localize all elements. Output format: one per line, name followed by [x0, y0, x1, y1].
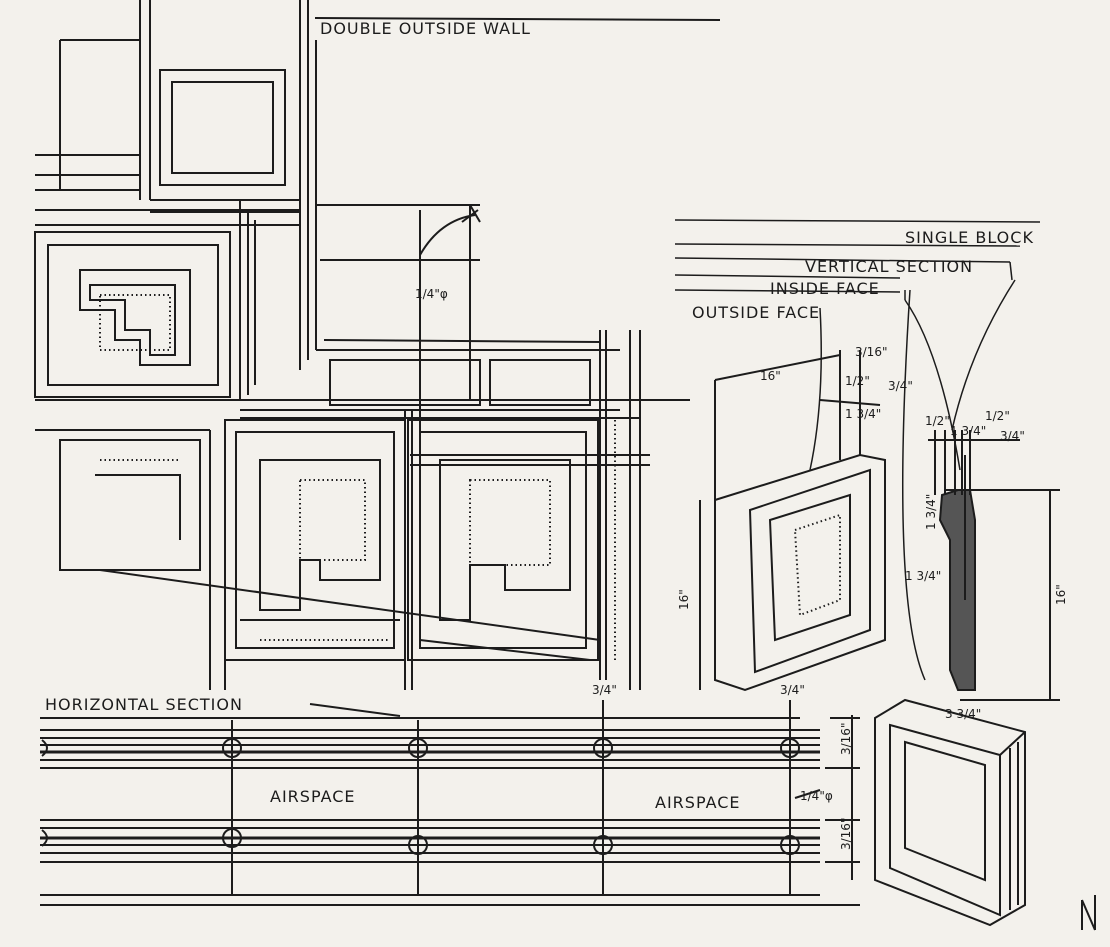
block-stippling [99, 294, 616, 660]
signature-monogram [1081, 895, 1096, 931]
vs-1-3-4-mid: 1 3/4" [905, 569, 941, 583]
block-width-dim: 16" [760, 369, 781, 383]
vs-1-2-right: 1/2" [985, 409, 1010, 423]
vs-1-2-left: 1/2" [925, 414, 950, 428]
hs-rod-dim: 1/4"φ [800, 789, 833, 803]
label-leaders [674, 219, 1041, 681]
outside-face-label: OUTSIDE FACE [692, 303, 820, 322]
outside-face-stippling [793, 513, 841, 617]
vs-height: 16" [1054, 584, 1068, 605]
horizontal-section [40, 700, 860, 906]
airspace-right-label: AIRSPACE [655, 793, 741, 812]
vertical-section-profile [928, 430, 1060, 701]
double-outside-wall-label: DOUBLE OUTSIDE WALL [320, 19, 531, 38]
hs-3-16-bottom: 3/16" [839, 818, 853, 850]
face-3-4-dim: 3/4" [888, 379, 913, 393]
vs-1-3-4-top: 1 3/4" [950, 424, 986, 438]
face-3-16-dim: 3/16" [855, 345, 887, 359]
vs-1-3-4-side: 1 3/4" [924, 494, 938, 530]
block-height-dim: 16" [677, 589, 691, 610]
single-block [874, 698, 1026, 927]
hs-3-16-top: 3/16" [839, 723, 853, 755]
wall-blocks [34, 231, 690, 690]
wall-rod-diameter: 1/4"φ [415, 287, 448, 301]
inside-face-label: INSIDE FACE [770, 279, 880, 298]
hs-3-4-right: 3/4" [780, 683, 805, 697]
face-1-2-dim: 1/2" [845, 374, 870, 388]
hs-3-4-left: 3/4" [592, 683, 617, 697]
horizontal-section-label: HORIZONTAL SECTION [45, 695, 243, 714]
block-motifs [79, 269, 571, 621]
single-block-label: SINGLE BLOCK [905, 228, 1034, 247]
airspace-left-label: AIRSPACE [270, 787, 356, 806]
wall-title-leader [314, 17, 721, 21]
vertical-section-label: VERTICAL SECTION [805, 257, 973, 276]
upper-wall-grid [35, 0, 620, 450]
vs-3-4: 3/4" [1000, 429, 1025, 443]
face-1-3-4-dim: 1 3/4" [845, 407, 881, 421]
outside-face-block [699, 350, 886, 692]
